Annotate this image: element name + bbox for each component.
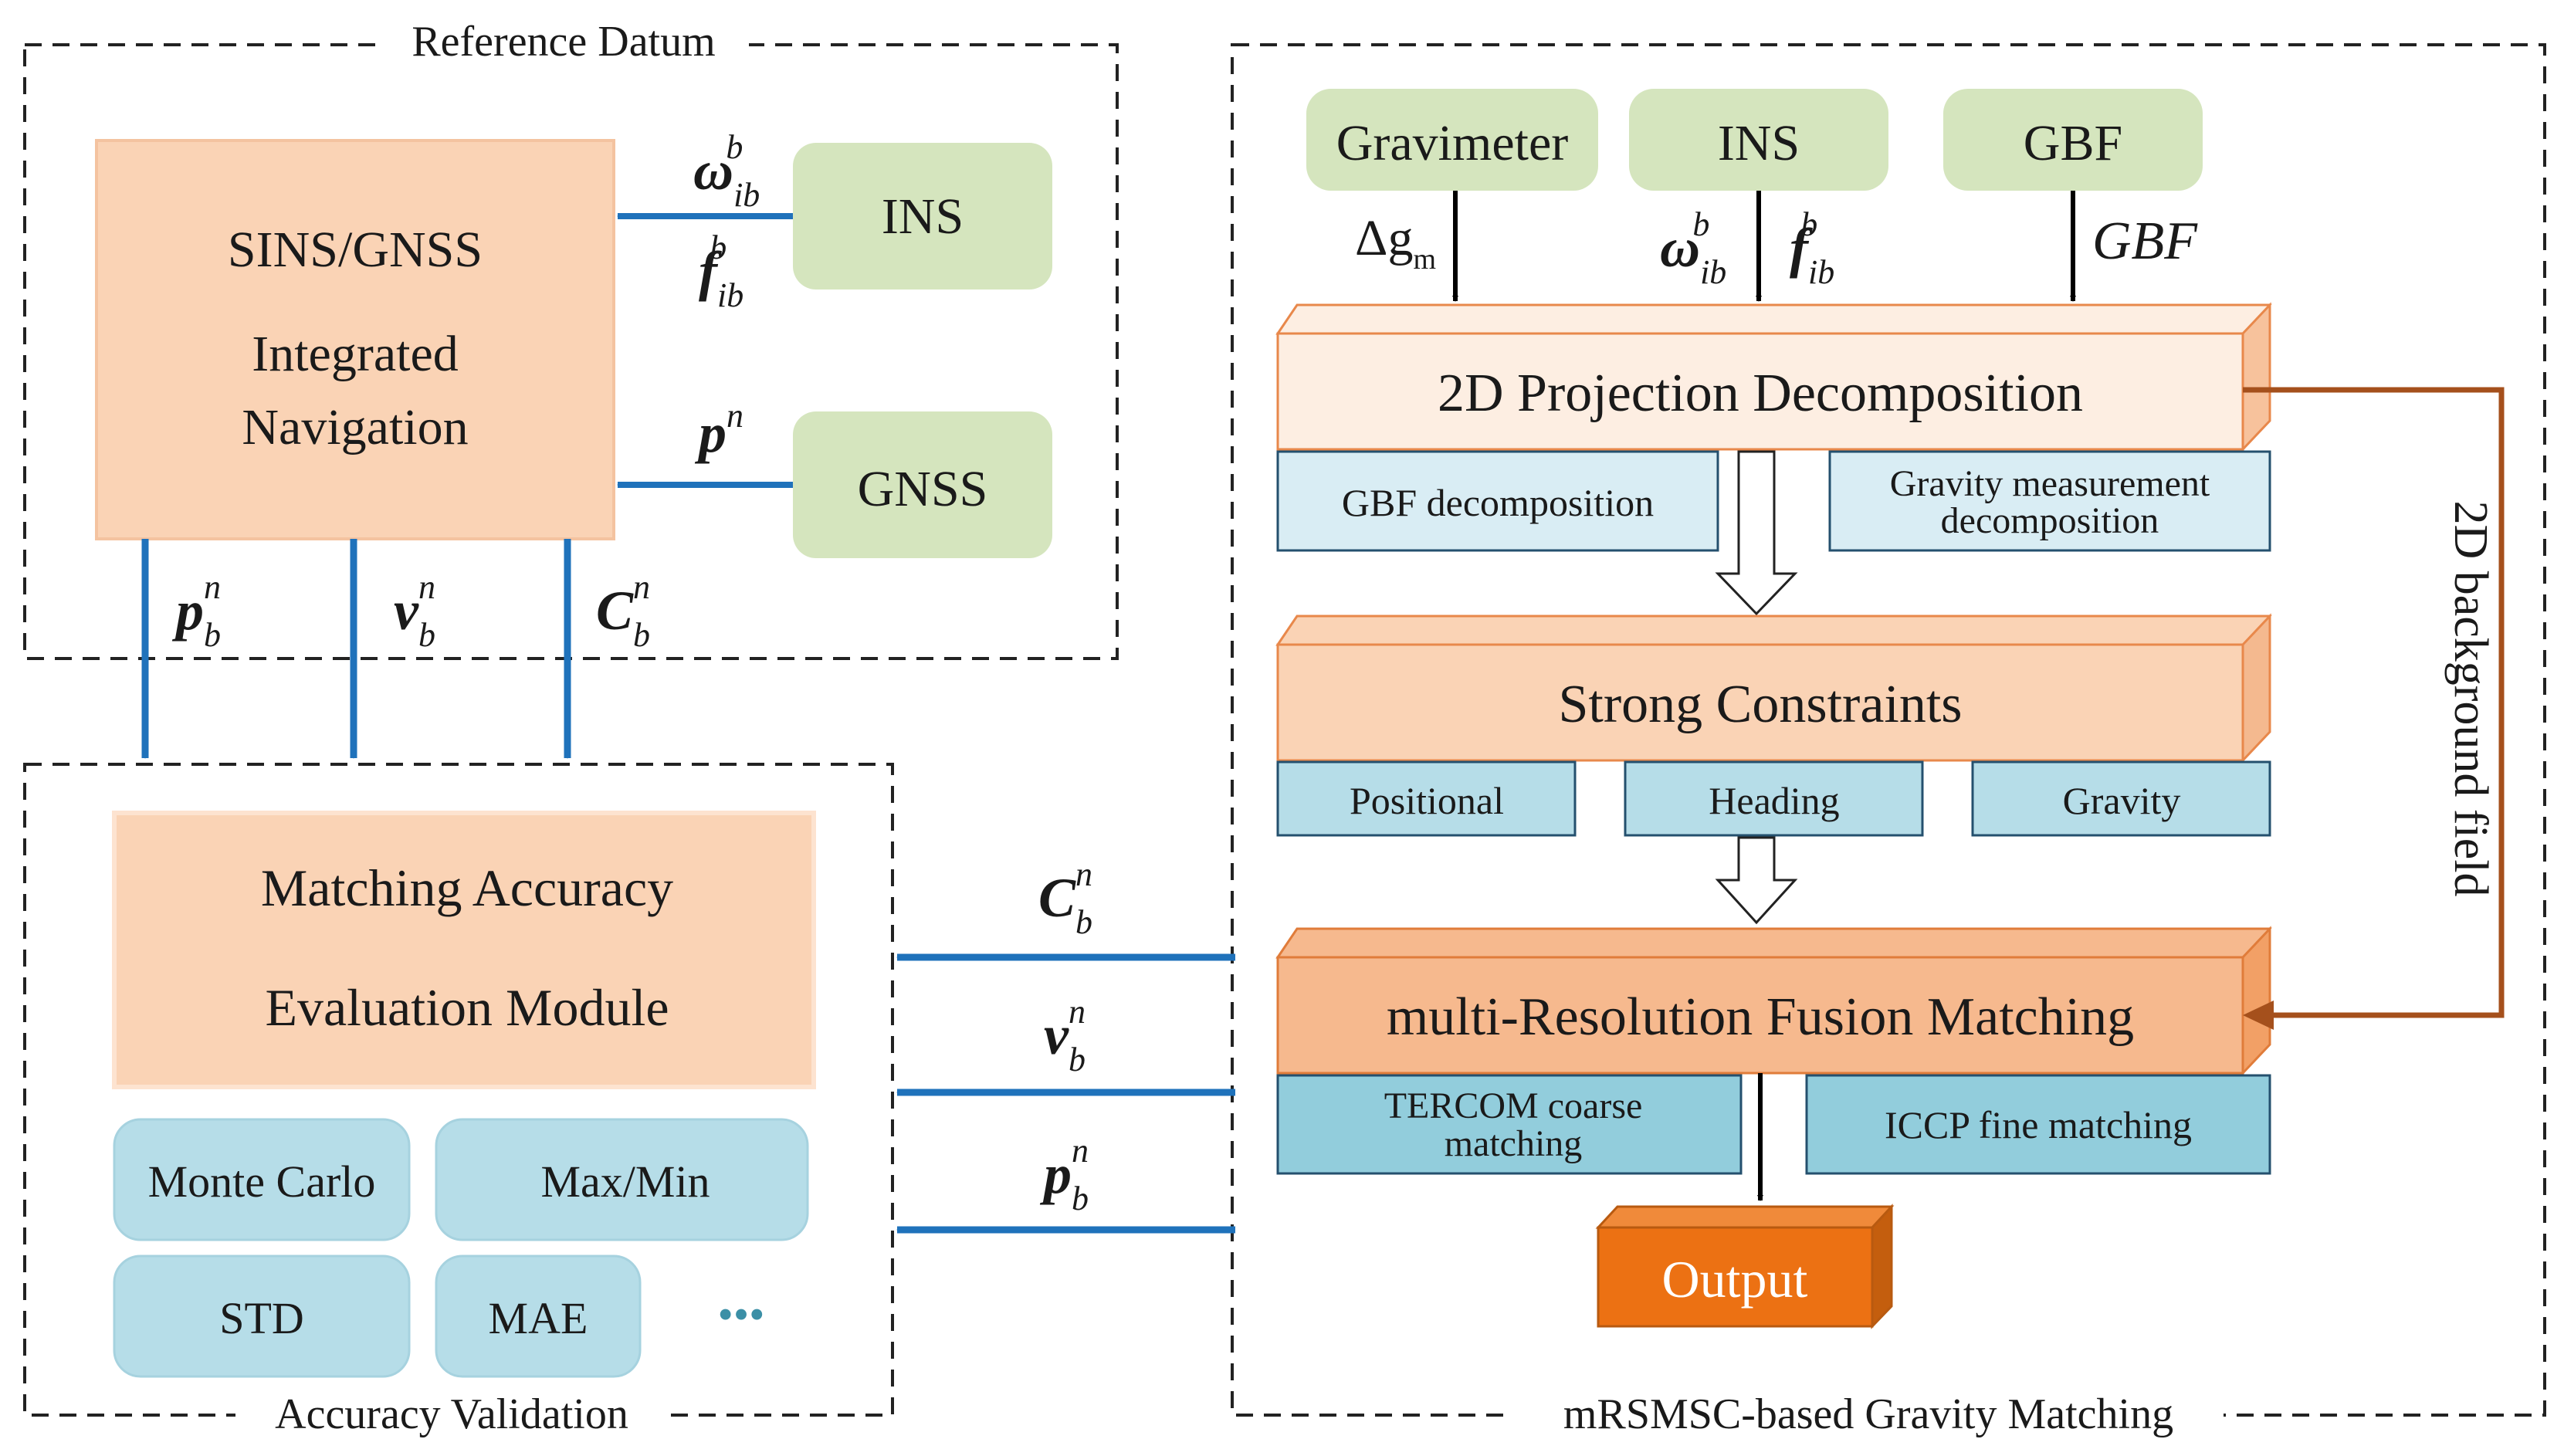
sins-gnss-line2: Integrated — [252, 326, 459, 382]
c-b-n-left: Cbn — [596, 568, 650, 654]
gravity-measurement-line2: decomposition — [1941, 500, 2159, 541]
f-ib-b-right: fibb — [1790, 205, 1834, 291]
gravity-constraint-label: Gravity — [2063, 779, 2181, 822]
gravimeter-label: Gravimeter — [1336, 115, 1569, 171]
output-label: Output — [1662, 1250, 1808, 1309]
hollow-arrow-1 — [1715, 450, 1798, 616]
positional-label: Positional — [1350, 779, 1504, 822]
gbf-italic-label: GBF — [2092, 212, 2198, 271]
p-n-upper: pn — [694, 397, 743, 464]
iccp-label: ICCP fine matching — [1885, 1103, 2192, 1146]
output-box — [1595, 1204, 1895, 1329]
gravity-constraint-box — [1971, 760, 2271, 837]
evaluation-module-box — [112, 811, 816, 1089]
gnss-label: GNSS — [858, 461, 988, 517]
gnss-box — [793, 411, 1052, 558]
tercom-box — [1276, 1074, 1743, 1175]
evaluation-line2: Evaluation Module — [265, 978, 669, 1037]
projection-decomposition-label: 2D Projection Decomposition — [1438, 364, 2083, 423]
v-b-n-mid: vbn — [1044, 993, 1086, 1078]
iccp-box — [1805, 1074, 2271, 1175]
strong-constraints-box — [1275, 613, 2272, 764]
gravimeter-box — [1306, 89, 1598, 191]
positional-box — [1276, 760, 1577, 837]
monte-carlo-box — [113, 1118, 411, 1241]
mae-label: MAE — [489, 1293, 588, 1343]
tercom-line2: matching — [1445, 1123, 1583, 1164]
tercom-line1: TERCOM coarse — [1384, 1085, 1643, 1126]
c-b-n-mid: Cbn — [1038, 855, 1092, 941]
hollow-arrow-2 — [1715, 836, 1798, 925]
monte-carlo-label: Monte Carlo — [148, 1156, 376, 1207]
sins-gnss-line1: SINS/GNSS — [228, 222, 483, 278]
sins-gnss-line3: Navigation — [242, 399, 468, 455]
background-field-arrowhead — [2243, 1001, 2274, 1030]
max-min-box — [435, 1118, 809, 1241]
mae-box — [435, 1255, 642, 1378]
p-b-n-left: pbn — [171, 568, 221, 654]
v-b-n-left: vbn — [394, 568, 435, 654]
gravity-measurement-box — [1828, 450, 2271, 552]
ellipsis-dots: ••• — [718, 1289, 765, 1339]
p-b-n-mid: pbn — [1039, 1132, 1089, 1217]
accuracy-validation-label: Accuracy Validation — [275, 1390, 628, 1438]
projection-decomposition-box — [1275, 302, 2272, 452]
heading-box — [1624, 760, 1924, 837]
reference-datum-group: Reference Datum — [23, 17, 1119, 660]
ins-box — [793, 143, 1052, 290]
delta-g-m: Δgm — [1355, 210, 1436, 276]
gbf-source-box — [1943, 89, 2203, 191]
background-field-label: 2D background field — [2444, 500, 2497, 896]
max-min-label: Max/Min — [540, 1156, 710, 1207]
strong-constraints-label: Strong Constraints — [1558, 675, 1962, 734]
evaluation-line1: Matching Accuracy — [261, 858, 673, 917]
omega-ib-b-upper: ωibb — [693, 128, 760, 214]
ins-label: INS — [882, 188, 964, 245]
gbf-decomposition-label: GBF decomposition — [1342, 481, 1654, 524]
sins-gnss-box — [95, 139, 615, 540]
ins-source-label: INS — [1718, 115, 1800, 171]
gravity-matching-group: mRSMSC-based Gravity Matching — [1231, 43, 2546, 1444]
std-label: STD — [219, 1293, 304, 1343]
gravity-matching-label: mRSMSC-based Gravity Matching — [1563, 1390, 2173, 1438]
gbf-source-label: GBF — [2024, 115, 2122, 171]
heading-label: Heading — [1709, 779, 1839, 822]
fusion-matching-label: multi-Resolution Fusion Matching — [1387, 987, 2134, 1047]
reference-datum-label: Reference Datum — [412, 18, 715, 66]
f-ib-b-upper: fibb — [699, 229, 743, 314]
accuracy-validation-group: Accuracy Validation — [23, 763, 894, 1444]
ins-source-box — [1629, 89, 1888, 191]
std-box — [113, 1255, 411, 1378]
fusion-matching-box — [1275, 926, 2272, 1076]
omega-ib-b-right: ωibb — [1660, 205, 1726, 291]
background-field-connector — [2243, 387, 2505, 1018]
gbf-decomposition-box — [1276, 450, 1719, 552]
gravity-measurement-line1: Gravity measurement — [1890, 463, 2210, 504]
